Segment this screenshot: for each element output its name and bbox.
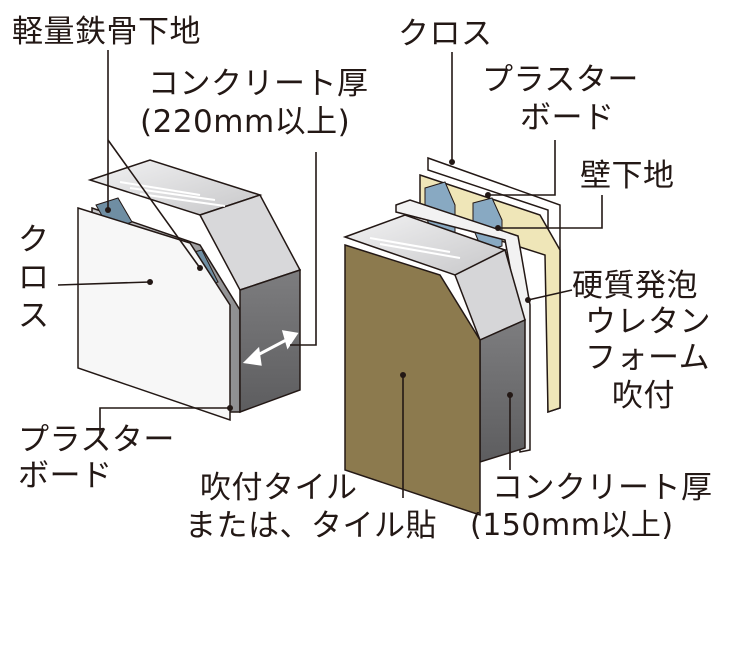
label-cloth-left-2: ロ	[18, 260, 50, 296]
right-wall-block	[342, 156, 561, 517]
label-urethane-line4: 吹付	[612, 378, 675, 414]
label-cloth-right: クロス	[398, 16, 493, 52]
label-wall-base: 壁下地	[580, 158, 675, 194]
leader-lines	[57, 50, 603, 498]
label-tile-line2: または、タイル貼	[185, 508, 437, 544]
left-thickness-arrow	[242, 330, 299, 366]
left-plasterboard-front	[77, 206, 231, 422]
label-plasterboard-right-line1: プラスター	[482, 62, 639, 98]
label-cloth-left-1: ク	[18, 222, 50, 258]
label-plasterboard-left-line2: ボード	[18, 458, 113, 494]
label-cloth-left-3: ス	[18, 298, 50, 334]
label-urethane-line3: フォーム	[585, 340, 711, 376]
right-concrete-side	[479, 318, 526, 464]
label-light-steel-frame: 軽量鉄骨下地	[12, 14, 201, 50]
left-concrete-side	[239, 268, 301, 414]
label-urethane-line2: ウレタン	[585, 304, 711, 340]
right-top-hatch	[369, 237, 461, 259]
label-tile-line1: 吹付タイル	[200, 470, 358, 506]
label-urethane-line1: 硬質発泡	[572, 268, 698, 304]
right-plasterboard	[395, 199, 531, 453]
label-concrete-220-line1: コンクリート厚	[148, 66, 369, 102]
right-tile-front	[344, 243, 481, 517]
label-concrete-150-line1: コンクリート厚	[492, 470, 713, 506]
label-concrete-220-line2: (220mm以上)	[140, 104, 351, 140]
label-plasterboard-left-line1: プラスター	[18, 422, 175, 458]
label-plasterboard-right-line2: ボード	[520, 100, 615, 136]
left-wall-block	[77, 159, 302, 422]
label-concrete-150-line2: (150mm以上)	[470, 508, 674, 543]
leader-dots	[105, 159, 531, 411]
